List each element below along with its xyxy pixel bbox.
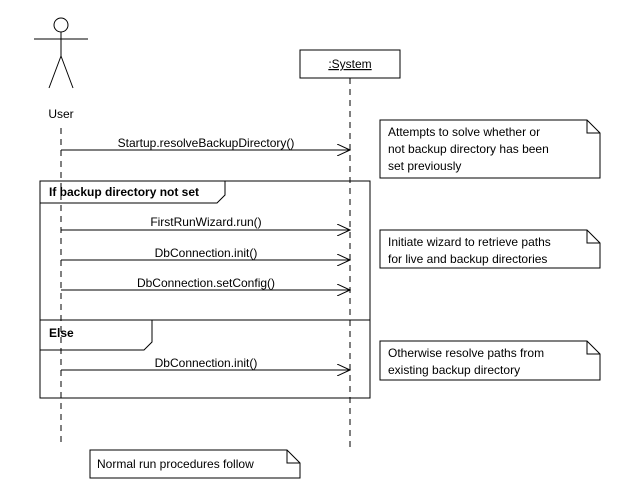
note-otherwise-line-1: Otherwise resolve paths from (388, 346, 544, 360)
system-object-box (299, 49, 401, 79)
message-label-first-run-wizard: FirstRunWizard.run() (150, 215, 261, 229)
note-attempts-to-solve: Attempts to solve whether or not backup … (379, 119, 601, 179)
note-normal-run-line-1: Normal run procedures follow (97, 457, 254, 471)
alt-fragment-if-label: If backup directory not set (49, 185, 199, 199)
note-normal-run: Normal run procedures follow (89, 449, 301, 479)
note-otherwise-resolve: Otherwise resolve paths from existing ba… (379, 340, 601, 381)
message-label-db-init-2: DbConnection.init() (155, 356, 258, 370)
note-initiate-line-1: Initiate wizard to retrieve paths (388, 235, 551, 249)
note-attempts-line-3: set previously (388, 159, 461, 173)
note-initiate-line-2: for live and backup directories (388, 252, 547, 266)
note-initiate-wizard: Initiate wizard to retrieve paths for li… (379, 229, 601, 269)
note-attempts-line-2: not backup directory has been (388, 142, 549, 156)
alt-fragment-tab-else (40, 319, 153, 351)
user-actor-label: User (48, 107, 73, 121)
alt-fragment-else-label: Else (49, 326, 74, 340)
message-label-resolve-backup: Startup.resolveBackupDirectory() (118, 136, 295, 150)
user-actor-figure (34, 17, 88, 89)
message-label-db-set-config: DbConnection.setConfig() (137, 276, 275, 290)
alt-fragment-tab-if (40, 180, 226, 204)
message-label-db-init-1: DbConnection.init() (155, 246, 258, 260)
note-otherwise-line-2: existing backup directory (388, 363, 520, 377)
system-object-label: :System (328, 57, 371, 71)
note-attempts-line-1: Attempts to solve whether or (388, 125, 540, 139)
